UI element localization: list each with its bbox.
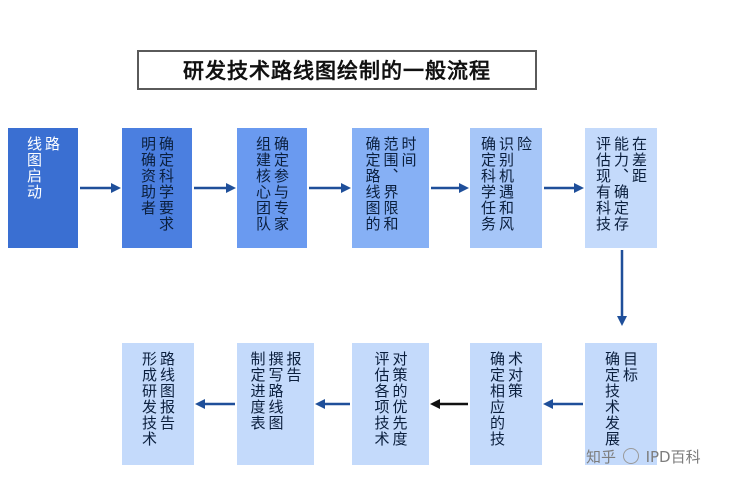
step-text-line: 确定参与专家: [272, 136, 290, 232]
step-text-line: 目标: [621, 351, 639, 383]
step-text-line: 在差距: [630, 136, 648, 184]
step-identify-risks: 险 识别机遇和风 确定科学任务: [470, 128, 542, 248]
step-tech-goals: 目标 确定技术发展: [585, 343, 657, 465]
step-text-line: 范围、界限和: [381, 136, 400, 232]
badge-icon: [622, 448, 639, 464]
step-text-line: 识别机遇和风: [497, 136, 515, 232]
step-text-line: 撰写路线图: [266, 351, 285, 431]
step-assess-capabilities: 在差距 能力、确定存 评估现有科技: [585, 128, 657, 248]
watermark-prefix: 知乎: [586, 448, 617, 466]
step-text-line: 确定路线图的: [363, 136, 382, 232]
diagram-title: 研发技术路线图绘制的一般流程: [137, 50, 537, 90]
step-text-line: 组建核心团队: [254, 136, 272, 232]
step-text-line: 线图启动: [25, 136, 43, 200]
step-write-report: 报告 撰写路线图 制定进度表: [237, 343, 314, 465]
step-roadmap-start: 路 线图启动: [8, 128, 78, 248]
watermark: 知乎 IPD百科: [586, 446, 701, 467]
step-final-report: 路线图报告 形成研发技术: [122, 343, 194, 465]
step-text-line: 评估现有科技: [594, 136, 612, 232]
step-text-line: 报告: [284, 351, 303, 383]
step-text-line: 确定科学任务: [479, 136, 497, 232]
step-core-team: 确定参与专家 组建核心团队: [237, 128, 307, 248]
step-text-line: 明确资助者: [139, 136, 157, 216]
step-text-line: 路线图报告: [158, 351, 176, 431]
step-text-line: 制定进度表: [248, 351, 267, 431]
step-text-line: 时间: [399, 136, 418, 168]
watermark-text: IPD百科: [645, 448, 701, 466]
step-tech-countermeasures: 术对策 确定相应的技: [470, 343, 542, 465]
step-text-line: 路: [43, 136, 61, 152]
step-text-line: 确定技术发展: [603, 351, 621, 447]
step-text-line: 险: [515, 136, 533, 152]
step-scope-timeline: 时间 范围、界限和 确定路线图的: [352, 128, 429, 248]
step-text-line: 对策的优先度: [390, 351, 409, 447]
step-text-line: 形成研发技术: [140, 351, 158, 447]
step-text-line: 术对策: [506, 351, 524, 399]
step-priority-assessment: 对策的优先度 评估各项技术: [352, 343, 429, 465]
step-text-line: 能力、确定存: [612, 136, 630, 232]
step-define-requirements: 确定科学要求 明确资助者: [122, 128, 192, 248]
step-text-line: 确定相应的技: [488, 351, 506, 447]
step-text-line: 评估各项技术: [372, 351, 391, 447]
step-text-line: 确定科学要求: [157, 136, 175, 232]
